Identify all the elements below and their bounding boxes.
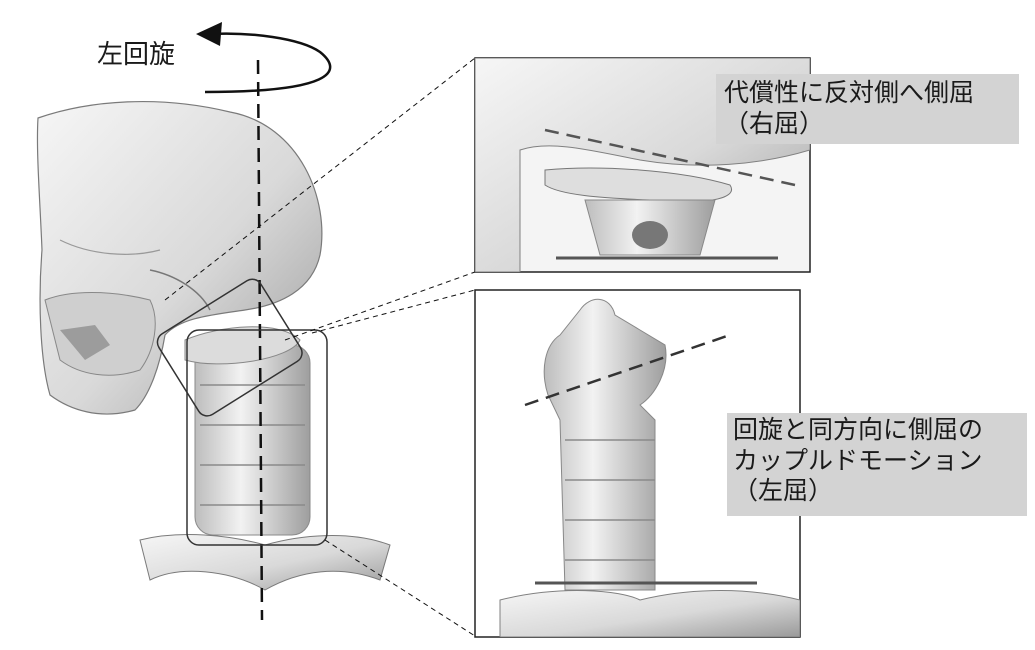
- rotation-arrow-icon: [196, 22, 332, 94]
- connector-lines: [164, 57, 476, 637]
- lower-inset-panel: [474, 289, 801, 638]
- rotation-axis-line: [256, 59, 264, 621]
- lower-dashed-tilt-line: [524, 333, 731, 407]
- upper-note-line-2: （右屈）: [724, 108, 825, 138]
- lower-note-line-1: 回旋と同方向に側屈の: [733, 415, 984, 444]
- upper-highlight-box: [156, 278, 303, 417]
- lower-highlight-box: [186, 329, 328, 546]
- upper-note-line-1: 代償性に反対側へ側屈: [724, 78, 975, 107]
- lower-note-line-2: カップルドモーション: [733, 445, 983, 475]
- cervical-spine-illustration: [139, 326, 391, 591]
- rotation-label: 左回旋: [97, 40, 176, 70]
- upper-note-box: 代償性に反対側へ側屈 （右屈）: [716, 74, 1019, 144]
- skull-illustration: [36, 100, 323, 415]
- lower-note-line-3: （左屈）: [733, 476, 834, 505]
- lower-note-box: 回旋と同方向に側屈の カップルドモーション （左屈）: [727, 413, 1027, 516]
